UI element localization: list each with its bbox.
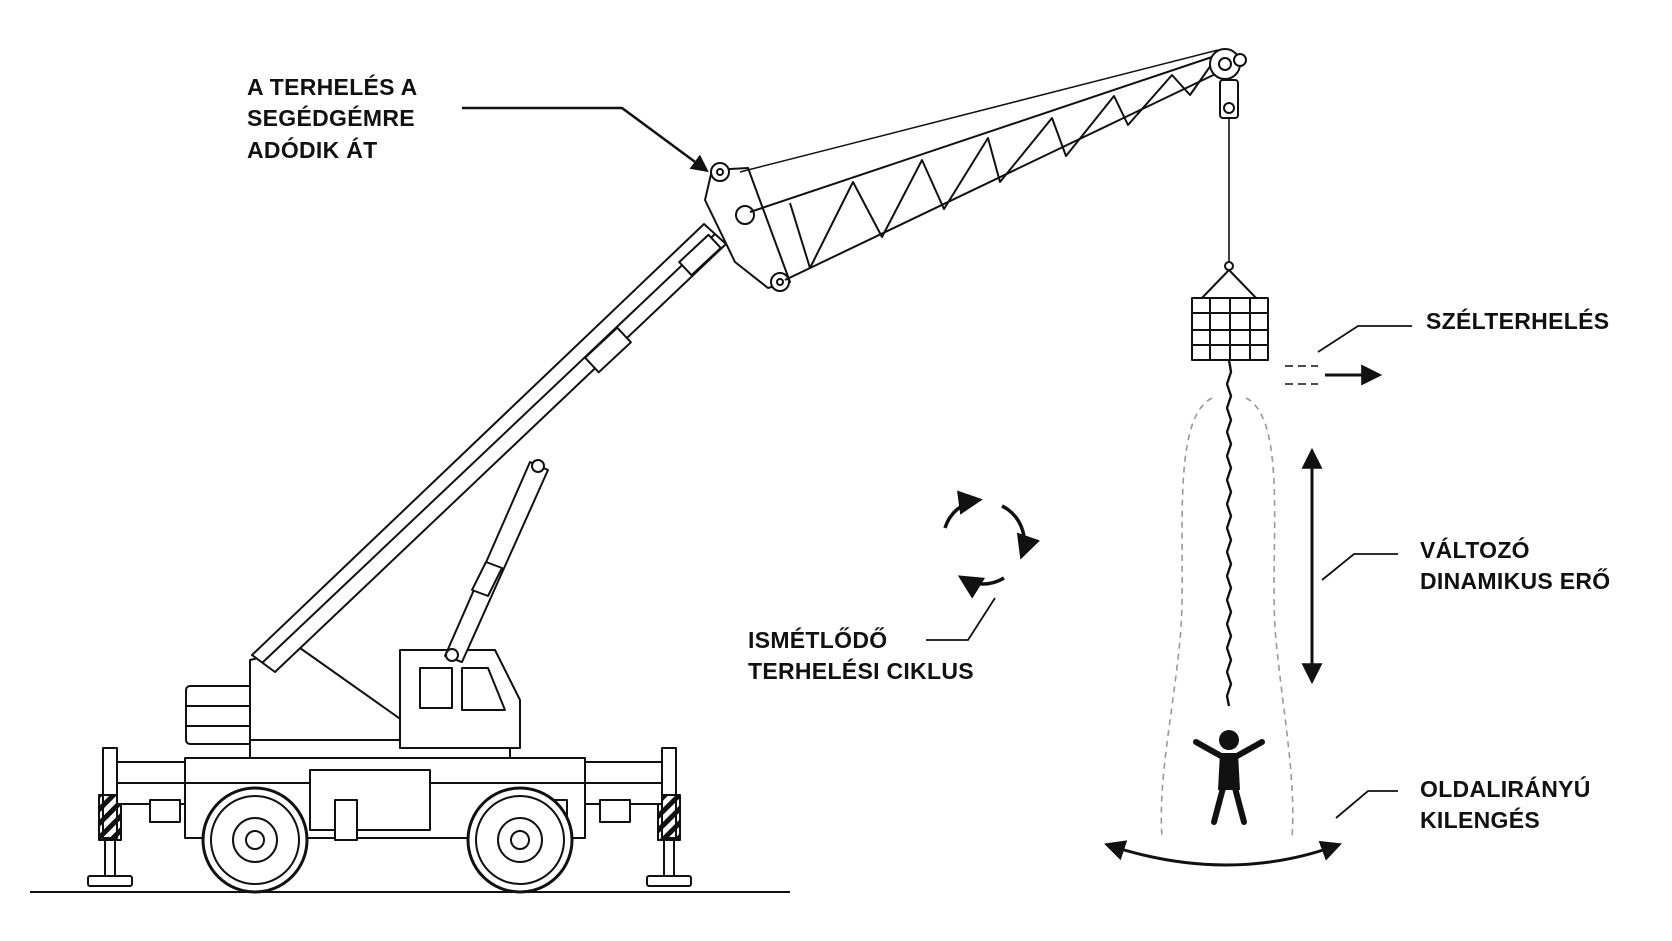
cycle-arrows-icon bbox=[943, 490, 1041, 599]
main-boom bbox=[251, 223, 727, 673]
label-transfer: A TERHELÉS A SEGÉDGÉMRE ADÓDIK ÁT bbox=[247, 73, 423, 163]
label-dynamic: VÁLTOZÓ DINAMIKUS ERŐ bbox=[1420, 536, 1610, 594]
lattice-jib bbox=[739, 49, 1229, 281]
jib-head-plate bbox=[704, 167, 791, 289]
label-cycle: ISMÉTLŐDŐ TERHELÉSI CIKLUS bbox=[748, 626, 974, 684]
operator-cab bbox=[399, 649, 521, 749]
person-icon bbox=[1193, 730, 1265, 825]
counterweight bbox=[185, 685, 259, 745]
crane bbox=[87, 48, 1269, 894]
leader-wind bbox=[1317, 325, 1412, 353]
crane-chassis bbox=[116, 757, 663, 841]
load-basket bbox=[1191, 297, 1269, 361]
hydraulic-cylinder bbox=[444, 459, 549, 663]
leader-dynamic bbox=[1321, 553, 1398, 581]
leader-cycle bbox=[926, 597, 996, 641]
outrigger-left bbox=[87, 747, 133, 887]
wheel-rear bbox=[466, 786, 574, 894]
wheel-front bbox=[201, 786, 309, 894]
wind-arrow-icon bbox=[1285, 364, 1383, 386]
swing-chain bbox=[1225, 359, 1233, 707]
swing-envelope bbox=[1160, 397, 1294, 839]
swing-arc-arrow bbox=[1104, 840, 1342, 867]
label-wind: SZÉLTERHELÉS bbox=[1426, 307, 1609, 334]
leader-swing bbox=[1335, 790, 1398, 819]
leader-transfer bbox=[462, 106, 709, 173]
label-swing: OLDALIRÁNYÚ KILENGÉS bbox=[1420, 775, 1597, 833]
